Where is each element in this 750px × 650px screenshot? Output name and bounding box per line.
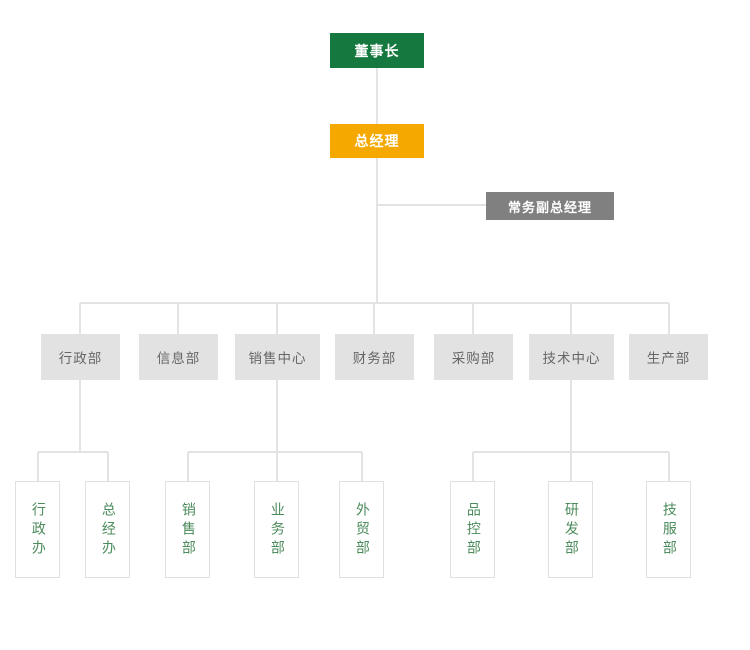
- node-unit[interactable]: 品控部: [450, 481, 495, 578]
- node-department-label: 行政部: [58, 351, 103, 367]
- node-chairman-label: 董事长: [354, 43, 400, 60]
- node-department-label: 采购部: [451, 351, 496, 367]
- node-unit-label: 业务部: [268, 502, 285, 559]
- node-unit[interactable]: 研发部: [548, 481, 593, 578]
- node-unit[interactable]: 销售部: [165, 481, 210, 578]
- node-unit[interactable]: 技服部: [646, 481, 691, 578]
- node-department[interactable]: 销售中心: [235, 334, 320, 380]
- node-chairman[interactable]: 董事长: [330, 33, 424, 68]
- node-unit-label: 销售部: [179, 502, 196, 559]
- node-department[interactable]: 生产部: [629, 334, 708, 380]
- node-department[interactable]: 财务部: [335, 334, 414, 380]
- node-deputy-general-manager[interactable]: 常务副总经理: [486, 192, 614, 220]
- node-unit-label: 总经办: [99, 502, 116, 559]
- node-unit-label: 研发部: [562, 502, 579, 559]
- node-department-label: 财务部: [352, 351, 397, 367]
- node-department-label: 信息部: [156, 351, 201, 367]
- node-unit[interactable]: 行政办: [15, 481, 60, 578]
- node-unit-label: 行政办: [29, 502, 46, 559]
- node-department[interactable]: 行政部: [41, 334, 120, 380]
- node-department[interactable]: 信息部: [139, 334, 218, 380]
- node-unit[interactable]: 总经办: [85, 481, 130, 578]
- node-department-label: 技术中心: [542, 351, 601, 367]
- node-unit[interactable]: 业务部: [254, 481, 299, 578]
- node-general-manager-label: 总经理: [354, 134, 400, 150]
- node-department[interactable]: 技术中心: [529, 334, 614, 380]
- node-deputy-general-manager-label: 常务副总经理: [507, 200, 592, 216]
- node-unit-label: 外贸部: [353, 502, 370, 559]
- node-unit-label: 品控部: [464, 502, 481, 559]
- node-general-manager[interactable]: 总经理: [330, 124, 424, 158]
- node-department-label: 销售中心: [248, 351, 307, 367]
- node-unit-label: 技服部: [660, 502, 677, 559]
- node-unit[interactable]: 外贸部: [339, 481, 384, 578]
- node-department[interactable]: 采购部: [434, 334, 513, 380]
- node-department-label: 生产部: [646, 351, 691, 367]
